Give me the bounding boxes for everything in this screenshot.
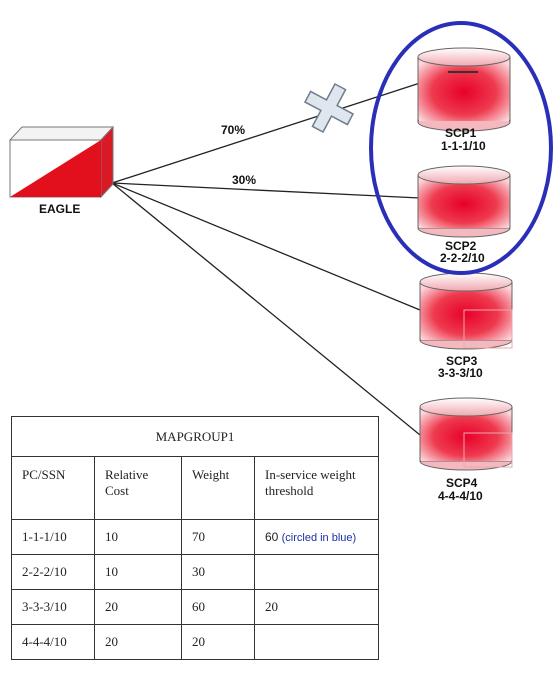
scp4-label: SCP4 — [446, 476, 478, 490]
scp2-pcssn: 2-2-2/10 — [440, 251, 485, 265]
header-weight: Weight — [181, 456, 255, 520]
scp1-database-icon — [417, 47, 511, 132]
threshold-note: (circled in blue) — [281, 532, 357, 544]
cell-cost: 20 — [94, 624, 182, 660]
scp-group-highlight — [369, 21, 553, 275]
cell-cost: 10 — [94, 519, 182, 555]
table-row: 2-2-2/10 10 30 — [11, 554, 379, 590]
table-header-row: PC/SSN Relative Cost Weight In-service w… — [11, 456, 379, 520]
cell-threshold: 20 — [254, 589, 379, 625]
cell-cost: 20 — [94, 589, 182, 625]
link-scp4 — [111, 182, 421, 436]
cell-weight: 70 — [181, 519, 255, 555]
scp1-label: SCP1 — [445, 126, 477, 140]
eagle-label: EAGLE — [39, 202, 80, 216]
cell-threshold: 60 (circled in blue) — [254, 519, 379, 555]
link-label-70: 70% — [221, 123, 245, 137]
link-scp3 — [111, 182, 421, 311]
cell-cost: 10 — [94, 554, 182, 590]
link-label-30: 30% — [232, 173, 256, 187]
scp4-pcssn: 4-4-4/10 — [438, 489, 483, 503]
link-scp1 — [111, 82, 421, 184]
cell-pc-ssn: 2-2-2/10 — [11, 554, 95, 590]
cell-threshold — [254, 624, 379, 660]
cell-weight: 30 — [181, 554, 255, 590]
scp2-label: SCP2 — [445, 239, 477, 253]
link-scp2 — [111, 182, 421, 199]
mapgroup-table: MAPGROUP1 PC/SSN Relative Cost Weight In… — [11, 416, 379, 660]
scp3-database-icon — [419, 272, 513, 350]
cell-pc-ssn: 3-3-3/10 — [11, 589, 95, 625]
cell-pc-ssn: 1-1-1/10 — [11, 519, 95, 555]
cell-weight: 20 — [181, 624, 255, 660]
scp4-database-icon — [419, 397, 513, 471]
link-failure-cross-icon — [303, 82, 355, 134]
table-row: 3-3-3/10 20 60 20 — [11, 589, 379, 625]
scp2-database-icon — [417, 165, 511, 238]
table-row: 4-4-4/10 20 20 — [11, 624, 379, 660]
table-title: MAPGROUP1 — [11, 416, 379, 457]
table-row: 1-1-1/10 10 70 60 (circled in blue) — [11, 519, 379, 555]
scp3-label: SCP3 — [446, 354, 478, 368]
cell-threshold — [254, 554, 379, 590]
header-threshold: In-service weight threshold — [254, 456, 379, 520]
header-pc-ssn: PC/SSN — [11, 456, 95, 520]
eagle-node: EAGLE — [8, 125, 115, 216]
scp1-pcssn: 1-1-1/10 — [441, 139, 486, 153]
scp3-pcssn: 3-3-3/10 — [438, 366, 483, 380]
threshold-value: 60 — [265, 530, 279, 544]
header-relative-cost: Relative Cost — [94, 456, 182, 520]
cell-pc-ssn: 4-4-4/10 — [11, 624, 95, 660]
cell-weight: 60 — [181, 589, 255, 625]
